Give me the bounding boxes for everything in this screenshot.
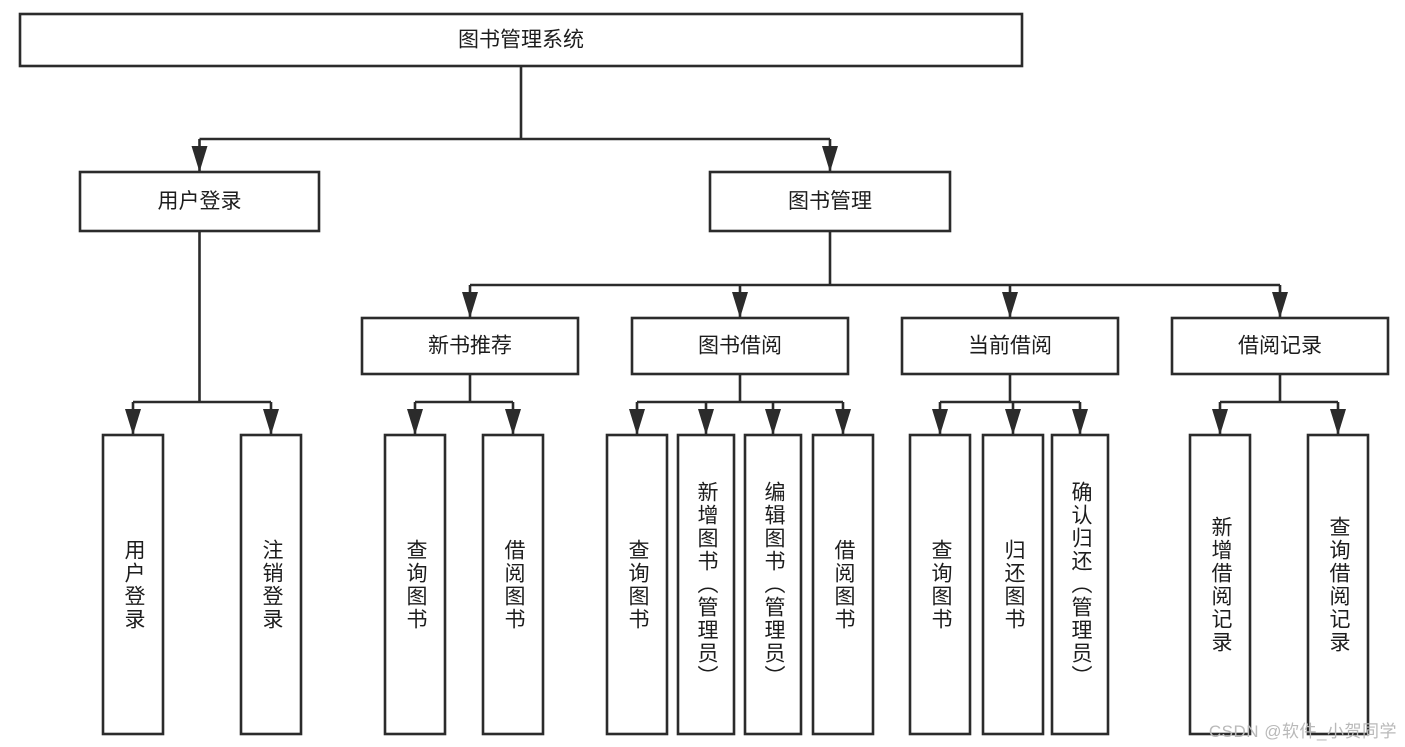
node-box-leaf-add-record[interactable] [1188,433,1252,736]
arrow-head-icon [263,409,279,435]
arrow-head-icon [1330,409,1346,435]
arrow-head-icon [629,409,645,435]
node-label-book-borrow: 图书借阅 [698,335,782,358]
arrow-head-icon [1212,409,1228,435]
node-label-root: 图书管理系统 [458,29,584,52]
node-box-leaf-query-book-cur[interactable] [908,433,972,736]
node-box-borrow-record[interactable] [1170,316,1390,376]
node-box-leaf-add-book[interactable] [676,433,736,736]
node-box-leaf-borrow-book-bor[interactable] [811,433,875,736]
node-box-leaf-borrow-book-rec[interactable] [481,433,545,736]
arrow-head-icon [765,409,781,435]
node-box-leaf-query-book-bor[interactable] [605,433,669,736]
arrow-head-icon [191,146,208,172]
arrow-head-icon [1272,292,1288,318]
node-box-leaf-logout-login[interactable] [239,433,303,736]
arrow-head-icon [732,292,748,318]
boxes-layer [18,12,1390,736]
node-label-book-manage: 图书管理 [788,190,872,213]
arrow-head-icon [505,409,521,435]
arrow-head-icon [1005,409,1021,435]
node-box-leaf-return-book[interactable] [981,433,1045,736]
node-box-leaf-query-book-rec[interactable] [383,433,447,736]
arrow-head-icon [407,409,423,435]
node-box-current-borrow[interactable] [900,316,1120,376]
node-label-borrow-record: 借阅记录 [1238,335,1322,358]
arrow-head-icon [822,146,838,172]
node-label-current-borrow: 当前借阅 [968,335,1052,358]
node-label-user-login: 用户登录 [158,190,242,213]
node-box-leaf-user-login[interactable] [101,433,165,736]
connectors-layer [125,66,1346,435]
arrow-head-icon [462,292,478,318]
arrow-head-icon [835,409,851,435]
node-box-leaf-query-record[interactable] [1306,433,1370,736]
watermark-text: CSDN @软件_小贺同学 [1208,722,1397,741]
arrow-head-icon [698,409,714,435]
node-label-new-book-rec: 新书推荐 [428,335,512,358]
node-box-book-borrow[interactable] [630,316,850,376]
arrow-head-icon [932,409,948,435]
node-box-leaf-confirm-return[interactable] [1050,433,1110,736]
node-box-root[interactable] [18,12,1024,68]
arrow-head-icon [1002,292,1018,318]
arrow-head-icon [125,409,141,435]
node-box-book-manage[interactable] [708,170,952,233]
arrow-head-icon [1072,409,1088,435]
node-box-new-book-rec[interactable] [360,316,580,376]
node-box-leaf-edit-book[interactable] [743,433,803,736]
node-box-user-login[interactable] [78,170,321,233]
